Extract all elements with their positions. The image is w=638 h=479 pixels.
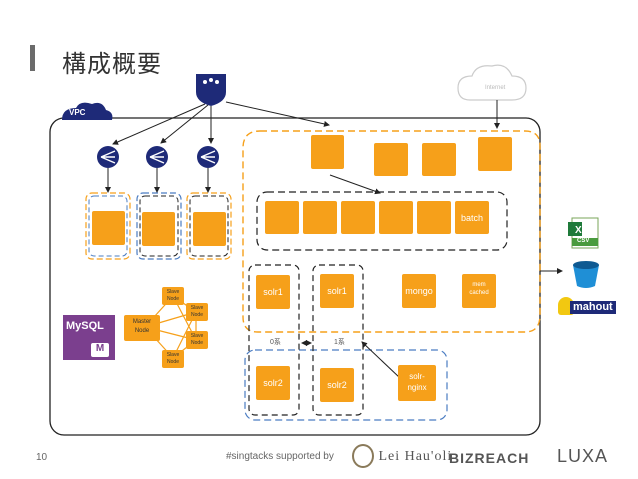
load-balancer-icon-1: [97, 146, 119, 168]
lb-group-2-inner: [139, 195, 179, 257]
mongo-label: mongo: [405, 286, 433, 296]
slave-node-1: Slave Node: [162, 287, 184, 305]
master-node: Master Node: [124, 315, 160, 341]
page-title: 構成概要: [62, 50, 162, 78]
csv-label: CSV: [577, 238, 590, 244]
svg-text:X: X: [575, 225, 582, 236]
slave-node-3: Slave Node: [186, 331, 208, 349]
slave-node-1-label: Slave Node: [166, 289, 180, 302]
mahout-logo: mahout: [558, 297, 620, 317]
internet-label: Internet: [485, 85, 506, 91]
shard1-column: [312, 264, 364, 416]
lb-group-1-inner: [88, 195, 128, 257]
slave-node-4: Slave Node: [162, 350, 184, 368]
solr-nginx-box: solr- nginx: [398, 365, 436, 401]
master-node-label: Master Node: [132, 319, 152, 334]
solr1-right-box: solr1: [320, 274, 354, 308]
solr2-right-label: solr2: [327, 380, 347, 390]
memcached-box: mem cached: [462, 274, 496, 308]
web-server-4: [478, 137, 512, 171]
lb-group-3-inner: [189, 195, 229, 257]
web-server-1: [311, 135, 344, 169]
storage-bucket-icon: [573, 265, 599, 288]
mysql-label: MySQL: [66, 320, 104, 332]
title-accent-bar: [30, 45, 35, 71]
batch-box: batch: [455, 201, 489, 234]
batch-label: batch: [460, 213, 484, 223]
load-balancer-icon-2: [146, 146, 168, 168]
page-number: 10: [36, 452, 48, 463]
slave-node-2: Slave Node: [186, 303, 208, 321]
sponsor-bizreach: BIZREACH: [449, 450, 530, 466]
vpc-tag: [62, 102, 113, 120]
shard0-column: [248, 264, 300, 416]
batch-group: [256, 191, 508, 251]
web-server-2: [374, 143, 408, 176]
memcached-label: mem cached: [469, 282, 489, 296]
shard1-label: 1系: [334, 339, 345, 346]
solr1-right-label: solr1: [327, 286, 347, 296]
batch-worker-5: [417, 201, 451, 234]
internet-cloud: [457, 64, 527, 101]
slave-node-3-label: Slave Node: [190, 333, 204, 346]
lb-group-1: [85, 192, 131, 260]
mysql-logo: MySQL M: [63, 315, 115, 360]
shard0-label: 0系: [270, 339, 281, 346]
web-server-3: [422, 143, 456, 176]
solr2-group: [244, 349, 448, 421]
sponsor-leihauoli: Lei Hau'oli: [378, 449, 453, 465]
lb-group-3: [186, 192, 232, 260]
load-balancer-icon-3: [197, 146, 219, 168]
slave-node-2-label: Slave Node: [190, 305, 204, 318]
vpc-label: VPC: [69, 108, 86, 117]
solr1-left-box: solr1: [256, 275, 290, 309]
batch-worker-2: [303, 201, 337, 234]
sponsor-leihauoli-logo: Lei Hau'oli: [352, 444, 452, 468]
solr2-right-box: solr2: [320, 368, 354, 402]
sponsor-luxa: LUXA: [557, 446, 609, 466]
batch-worker-3: [341, 201, 375, 234]
lb-group-2: [136, 192, 182, 260]
lb-target-3: [193, 212, 226, 246]
mongo-box: mongo: [402, 274, 436, 308]
solr2-left-label: solr2: [263, 378, 283, 388]
mahout-label: mahout: [570, 301, 616, 314]
solr2-left-box: solr2: [256, 366, 290, 400]
app-group: [242, 130, 541, 333]
leihauoli-icon: [352, 444, 374, 468]
batch-worker-4: [379, 201, 413, 234]
mysql-sub: M: [91, 343, 109, 357]
lb-target-2: [142, 212, 175, 246]
lb-target-1: [92, 211, 125, 245]
solr-nginx-label: solr- nginx: [407, 372, 427, 392]
solr1-left-label: solr1: [263, 287, 283, 297]
slave-node-4-label: Slave Node: [166, 352, 180, 365]
batch-worker-1: [265, 201, 299, 234]
footer-text: #singtacks supported by: [226, 451, 334, 462]
